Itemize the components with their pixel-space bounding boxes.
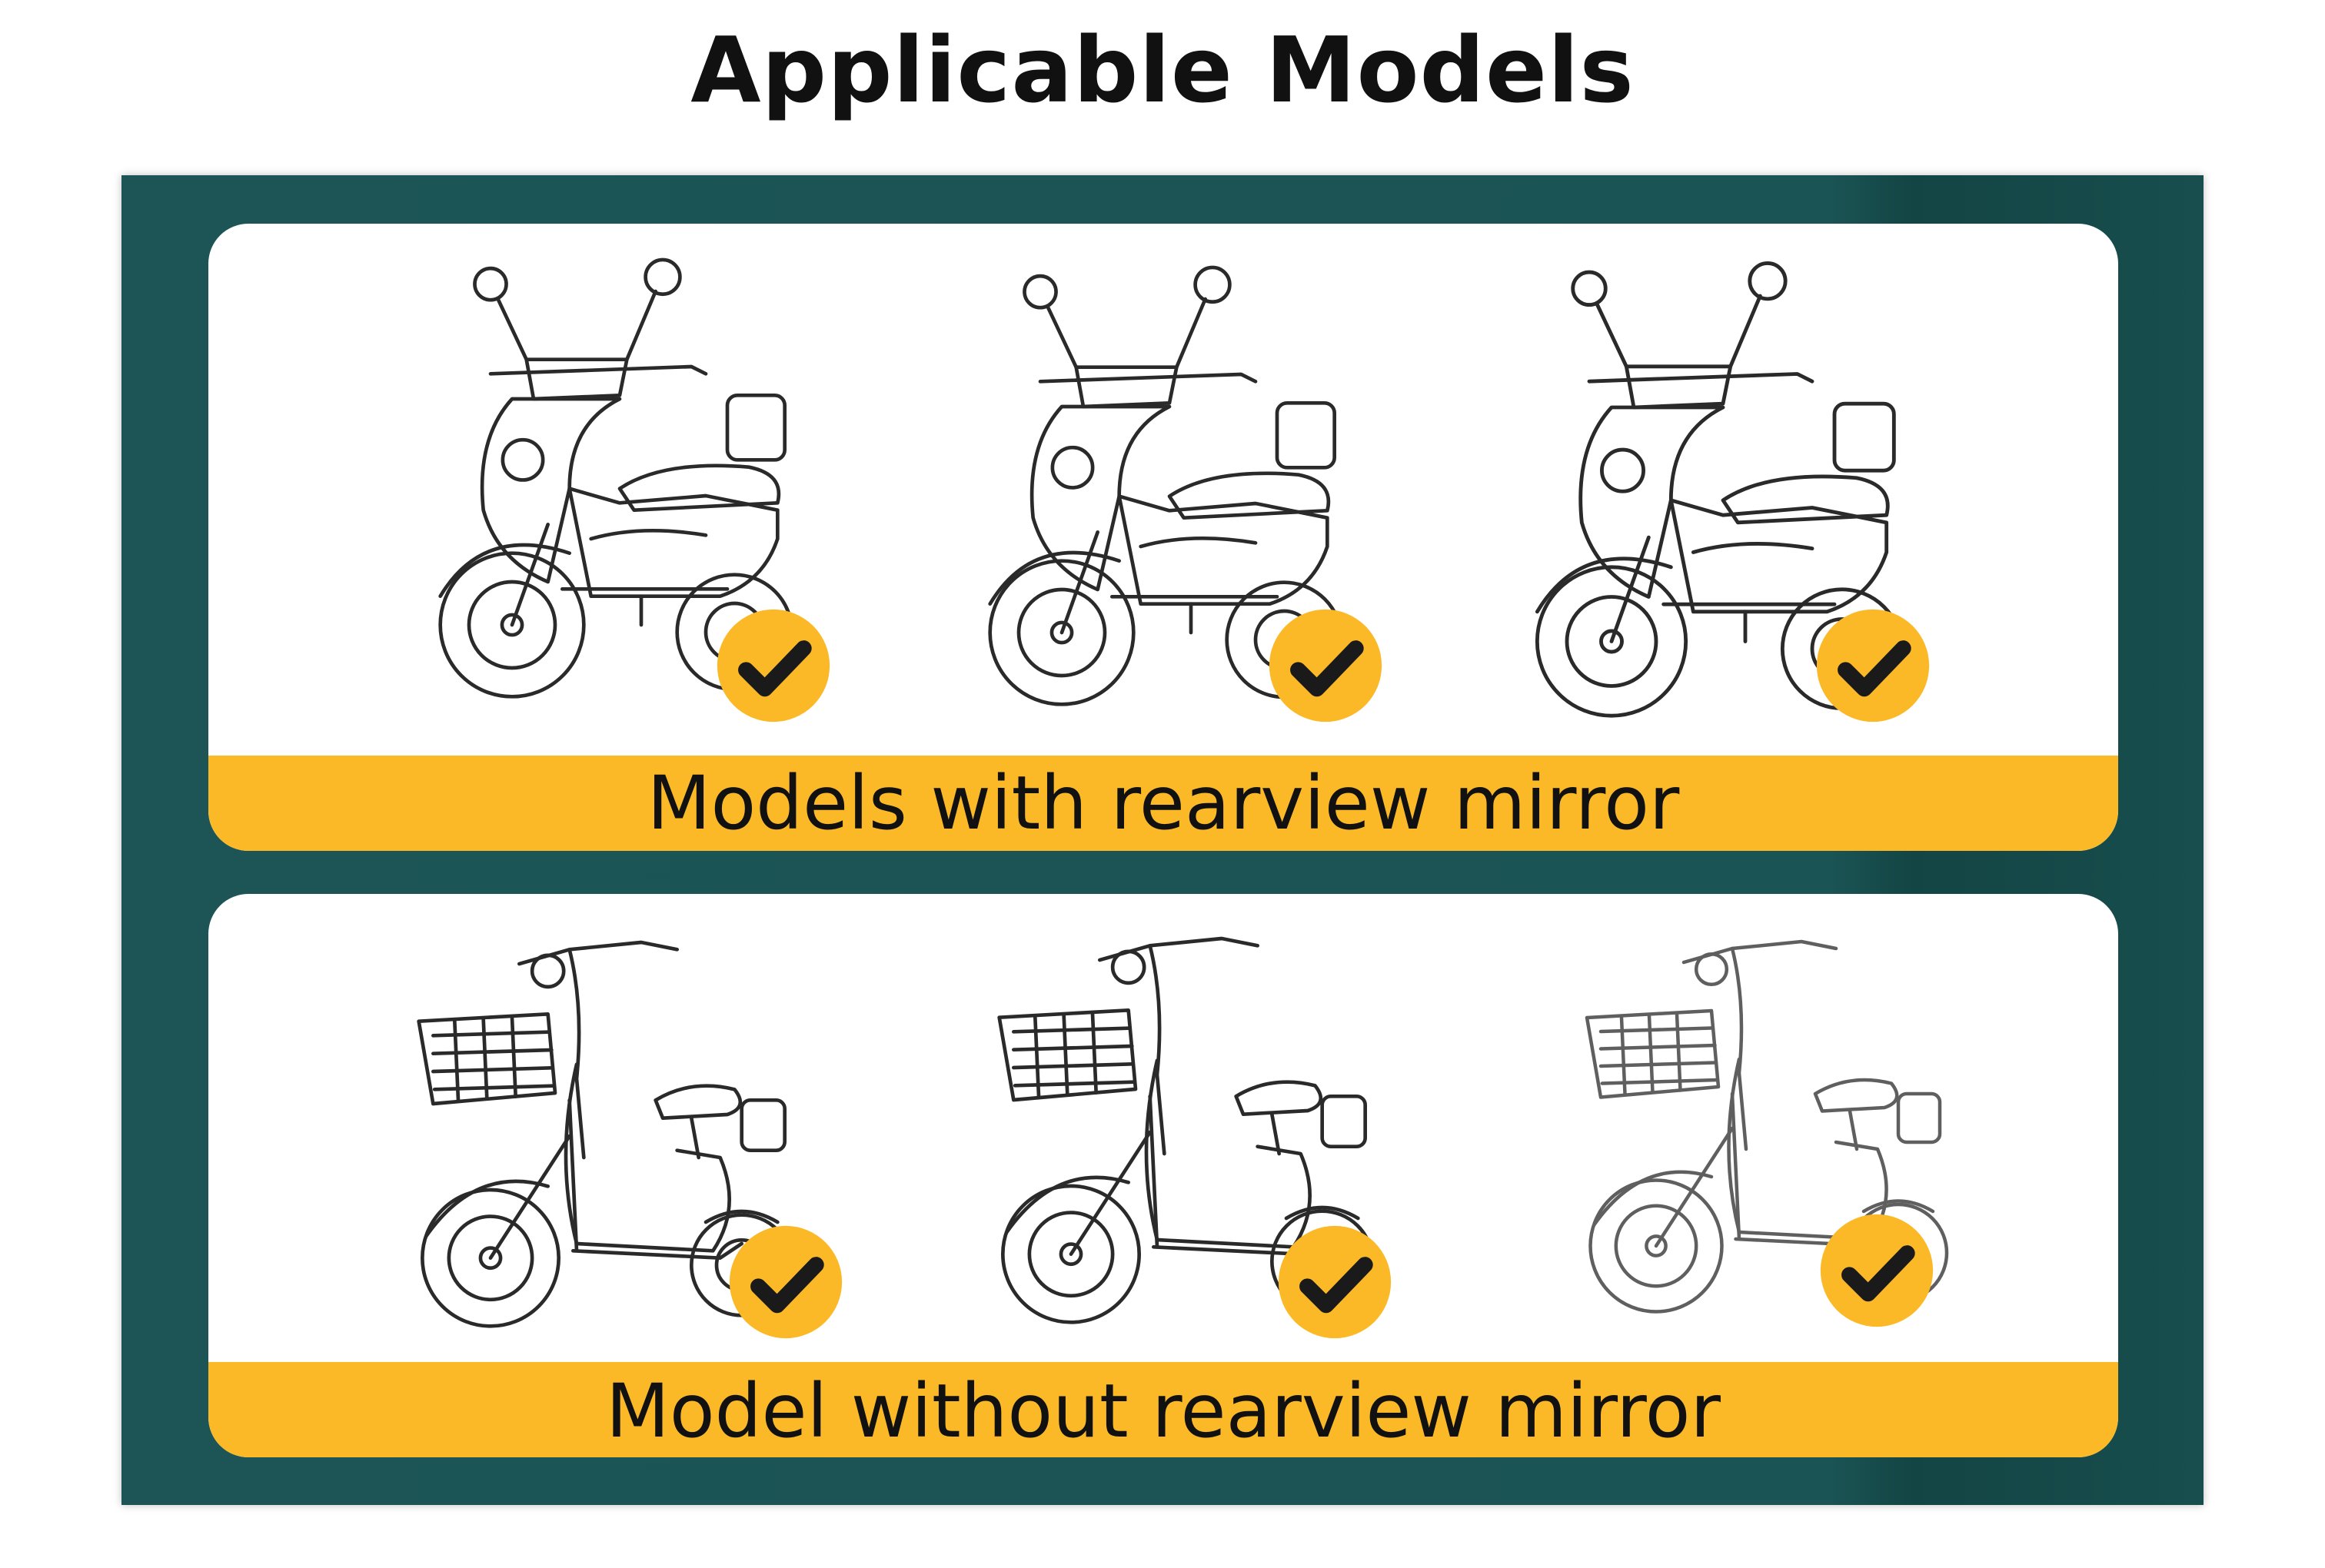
section-with-mirror: Models with rearview mirror [208, 224, 2118, 851]
check-icon [728, 1224, 843, 1340]
check-icon [1277, 1224, 1392, 1340]
section-without-mirror: Model without rearview mirror [208, 894, 2118, 1457]
check-icon [1815, 608, 1931, 723]
models-frame: Models with rearview mirror Model withou… [121, 175, 2204, 1505]
check-icon [716, 608, 831, 723]
page-title: Applicable Models [690, 17, 1635, 123]
check-icon [1819, 1213, 1934, 1328]
section-label: Models with rearview mirror [208, 756, 2118, 851]
check-icon [1268, 608, 1383, 723]
section-label: Model without rearview mirror [208, 1362, 2118, 1457]
